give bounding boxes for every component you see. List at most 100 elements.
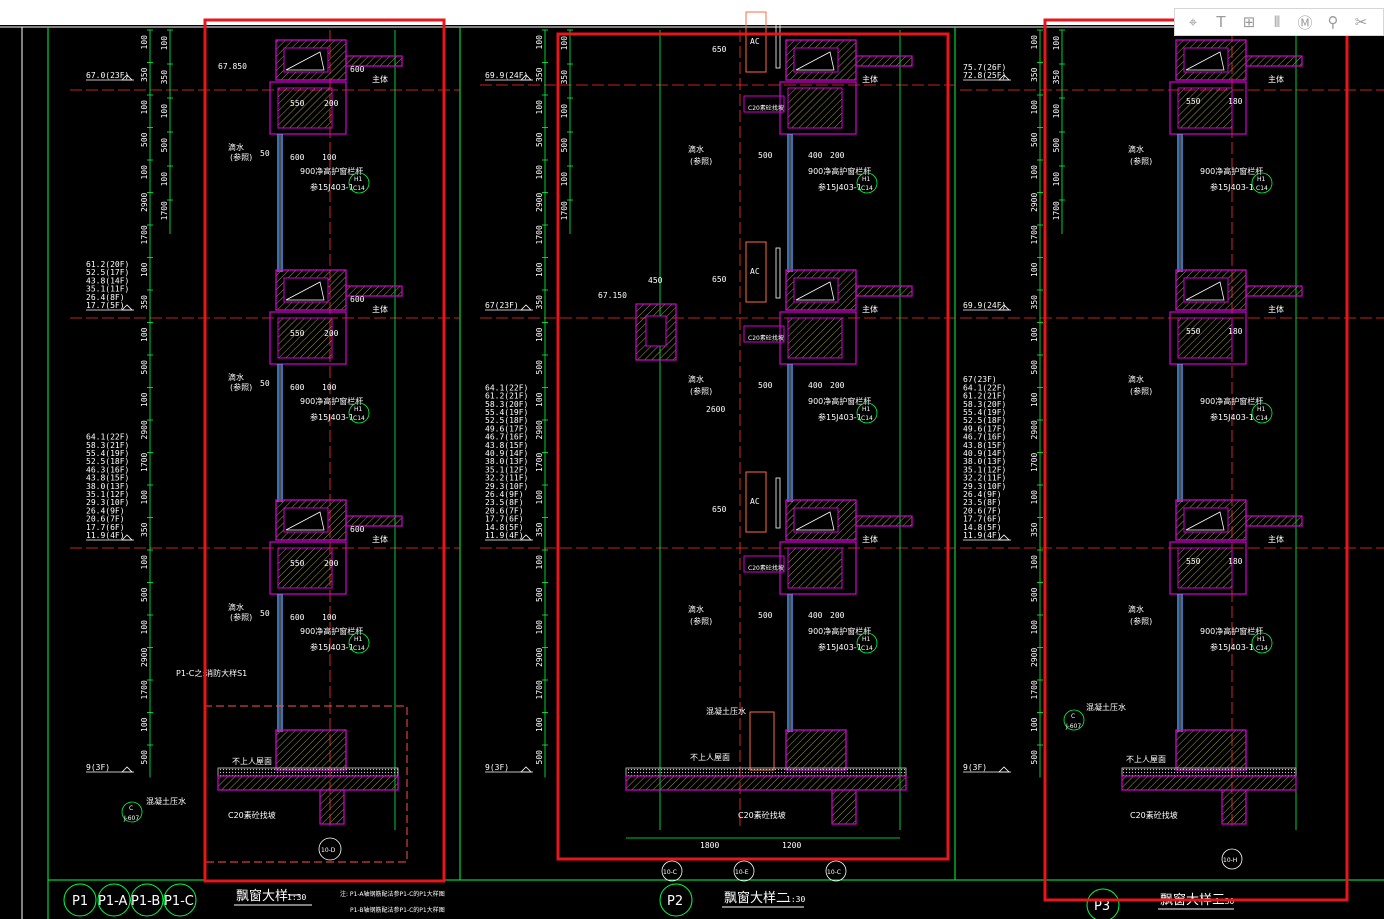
dimension-text: 500	[140, 132, 149, 147]
dimension-text: 350	[1052, 70, 1061, 85]
roof-beam	[1221, 789, 1247, 825]
floor-slab	[855, 55, 913, 67]
note-text: 参15J403-1	[310, 642, 354, 652]
dimension-text: 1700	[1030, 225, 1039, 244]
axis-label: 10-C	[827, 869, 841, 876]
axis-label: 10-E	[735, 869, 749, 876]
note-text: 参15J403-1	[818, 182, 862, 192]
note-text: 参15J403-1	[310, 412, 354, 422]
level-label: 75.7(26F)	[963, 63, 1006, 72]
dimension-text: 400	[808, 381, 823, 390]
roof-slab	[625, 775, 907, 791]
axis-bubble	[661, 860, 683, 882]
level-label: 38.0(13F)	[86, 482, 129, 491]
dimension-text: 350	[1030, 67, 1039, 82]
badge-top-text: H1	[354, 406, 363, 413]
level-label: 52.5(18F)	[86, 457, 129, 466]
callout-circle	[1063, 709, 1085, 731]
floor-slab	[855, 515, 913, 527]
note-text: (参照)	[230, 612, 252, 622]
dimension-text: 100	[535, 165, 544, 180]
callout-top-text: C	[129, 805, 133, 812]
level-label: 32.2(11F)	[963, 474, 1006, 483]
bay-window-inner-void	[793, 47, 839, 73]
dimension-text: 100	[1052, 104, 1061, 119]
callout-circle	[121, 801, 143, 823]
title-tag-text: P1-B	[131, 894, 160, 909]
note-text: 900净高护窗栏杆	[808, 166, 871, 176]
dimension-text: 100	[140, 490, 149, 505]
dimension-text: 1700	[1030, 453, 1039, 472]
detail-badge	[348, 402, 370, 424]
bay-window-lower-box	[779, 541, 857, 595]
roof-layer	[1121, 767, 1297, 777]
dimension-text: 500	[1030, 132, 1039, 147]
badge-bottom-text: C14	[353, 185, 365, 192]
dimension-text: 100	[1030, 555, 1039, 570]
dimension-text: 1700	[535, 225, 544, 244]
grid-icon[interactable]: ⊞	[1242, 13, 1256, 31]
ac-bracket	[775, 247, 781, 299]
title-tag-circle	[130, 883, 164, 917]
note-text: 主体	[862, 304, 878, 314]
dimension-text: 100	[535, 100, 544, 115]
dimension-text: 2900	[535, 420, 544, 439]
bay-window-lower-fill	[277, 547, 333, 589]
detail-badge	[1251, 172, 1273, 194]
floor-slab	[1245, 285, 1303, 297]
dimension-text: 100	[322, 383, 337, 392]
level-label: 55.4(19F)	[963, 408, 1006, 417]
level-label: 17.7(6F)	[963, 515, 1002, 524]
dimension-text: 100	[535, 327, 544, 342]
note-text: 滴水	[688, 144, 704, 154]
bay-window-lower-fill	[787, 317, 843, 359]
dimension-text: 200	[324, 329, 339, 338]
dimension-text: 500	[140, 587, 149, 602]
bay-window-inner-void	[283, 507, 329, 533]
level-label: 67(23F)	[963, 375, 997, 384]
note-text: C20素砼找坡	[748, 564, 784, 572]
note-text: 混凝土压水	[146, 796, 186, 806]
level-label: 11.9(4F)	[963, 531, 1002, 540]
bay-window-lower-box	[1169, 81, 1247, 135]
level-triangle-icon	[121, 304, 133, 311]
note-text: 滴水	[688, 374, 704, 384]
detail-badge	[856, 402, 878, 424]
level-label: 35.1(12F)	[963, 465, 1006, 474]
crosshair-icon[interactable]: ⌖	[1188, 13, 1198, 31]
measure-icon[interactable]: Ⓜ	[1297, 13, 1313, 32]
level-label: 43.8(15F)	[86, 474, 129, 483]
text-tool-icon[interactable]: T	[1216, 13, 1226, 31]
note-text: 主体	[1268, 74, 1284, 84]
dimension-text: 100	[1052, 36, 1061, 51]
level-label: 17.7(5F)	[86, 301, 125, 310]
level-label: 26.4(8F)	[86, 293, 125, 302]
level-label: 43.8(15F)	[963, 441, 1006, 450]
dimension-text: 2900	[140, 193, 149, 212]
search-icon[interactable]: ⚲	[1327, 13, 1339, 31]
note-text: 900净高护窗栏杆	[300, 166, 363, 176]
bay-window-lower-fill	[1177, 87, 1233, 129]
dimension-text: 1700	[1030, 680, 1039, 699]
columns-icon[interactable]: ⦀	[1273, 13, 1281, 31]
dimension-text: 350	[140, 522, 149, 537]
note-text: (参照)	[230, 382, 252, 392]
detail-badge	[1251, 402, 1273, 424]
dimension-text: 100	[1030, 100, 1039, 115]
scissors-icon[interactable]: ✂	[1354, 13, 1368, 31]
slope-fill	[285, 511, 325, 531]
dimension-text: 500	[1052, 138, 1061, 153]
dimension-text: 100	[322, 153, 337, 162]
dimension-text: 1700	[535, 680, 544, 699]
dimension-text: 100	[140, 392, 149, 407]
dimension-text: 200	[830, 611, 845, 620]
note-text: 混凝土压水	[1086, 702, 1126, 712]
note-text: C20素砼找坡	[1130, 810, 1178, 820]
dimension-text: 550	[1186, 327, 1201, 336]
dimension-text: 1700	[560, 201, 569, 220]
axis-bubble	[1221, 848, 1243, 870]
dimension-text: 100	[1030, 35, 1039, 50]
dimension-text: 100	[535, 392, 544, 407]
dimension-text: 100	[535, 555, 544, 570]
